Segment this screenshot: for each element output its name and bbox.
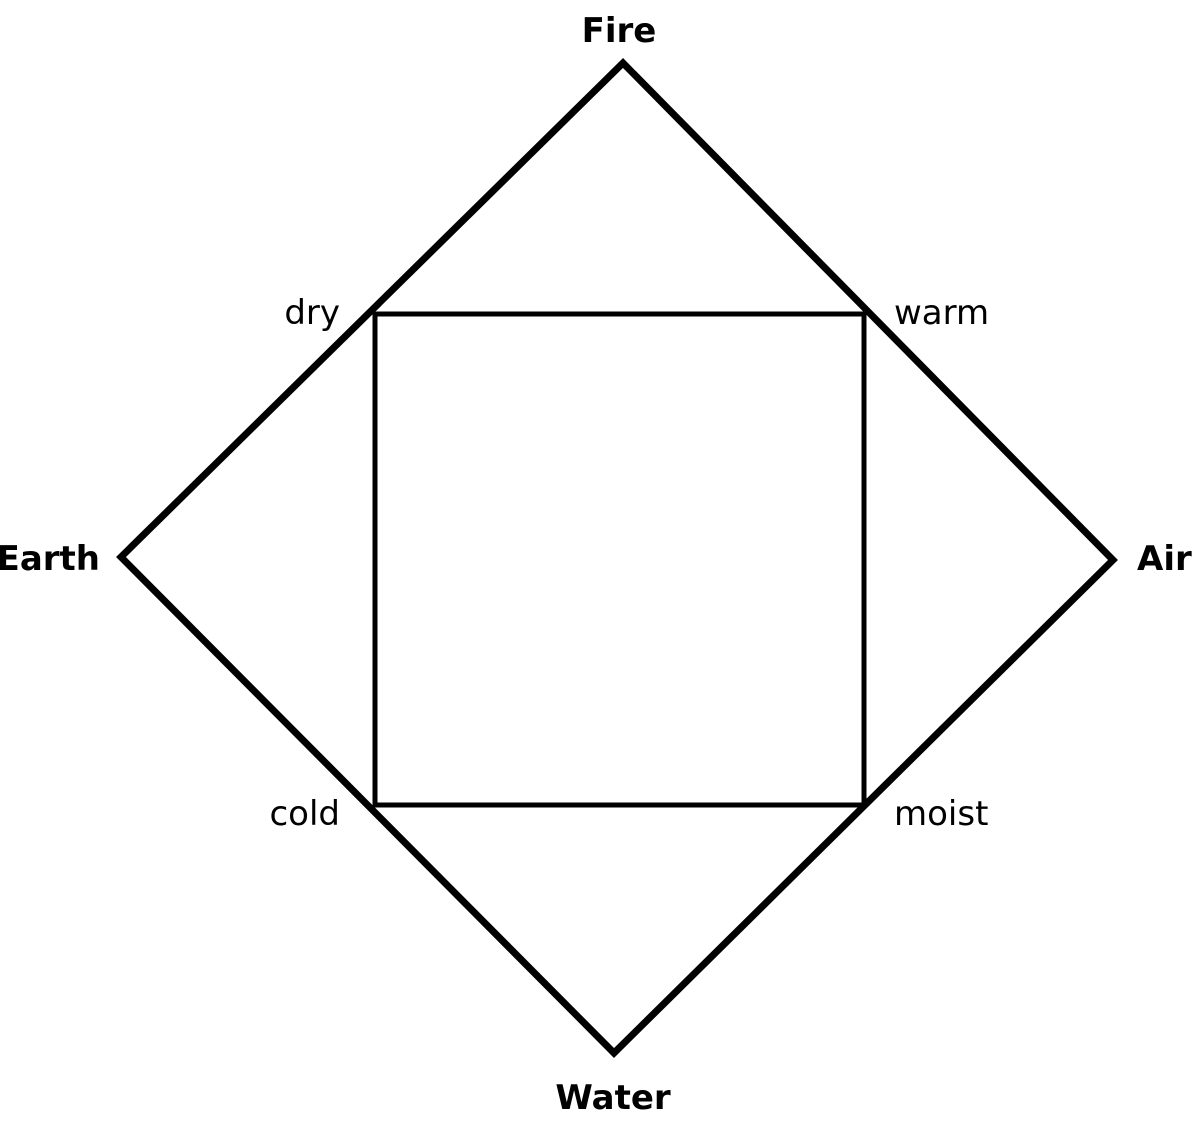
qualities-square: [372, 311, 867, 808]
quality-label-cold: cold: [269, 794, 340, 834]
element-label-water: Water: [555, 1078, 671, 1118]
elements-diamond: [116, 58, 1118, 1058]
quality-label-moist: moist: [894, 794, 988, 834]
element-label-earth: Earth: [0, 539, 100, 579]
element-label-air: Air: [1137, 539, 1192, 579]
element-label-fire: Fire: [582, 11, 657, 51]
quality-label-dry: dry: [284, 293, 340, 333]
quality-label-warm: warm: [894, 293, 989, 333]
